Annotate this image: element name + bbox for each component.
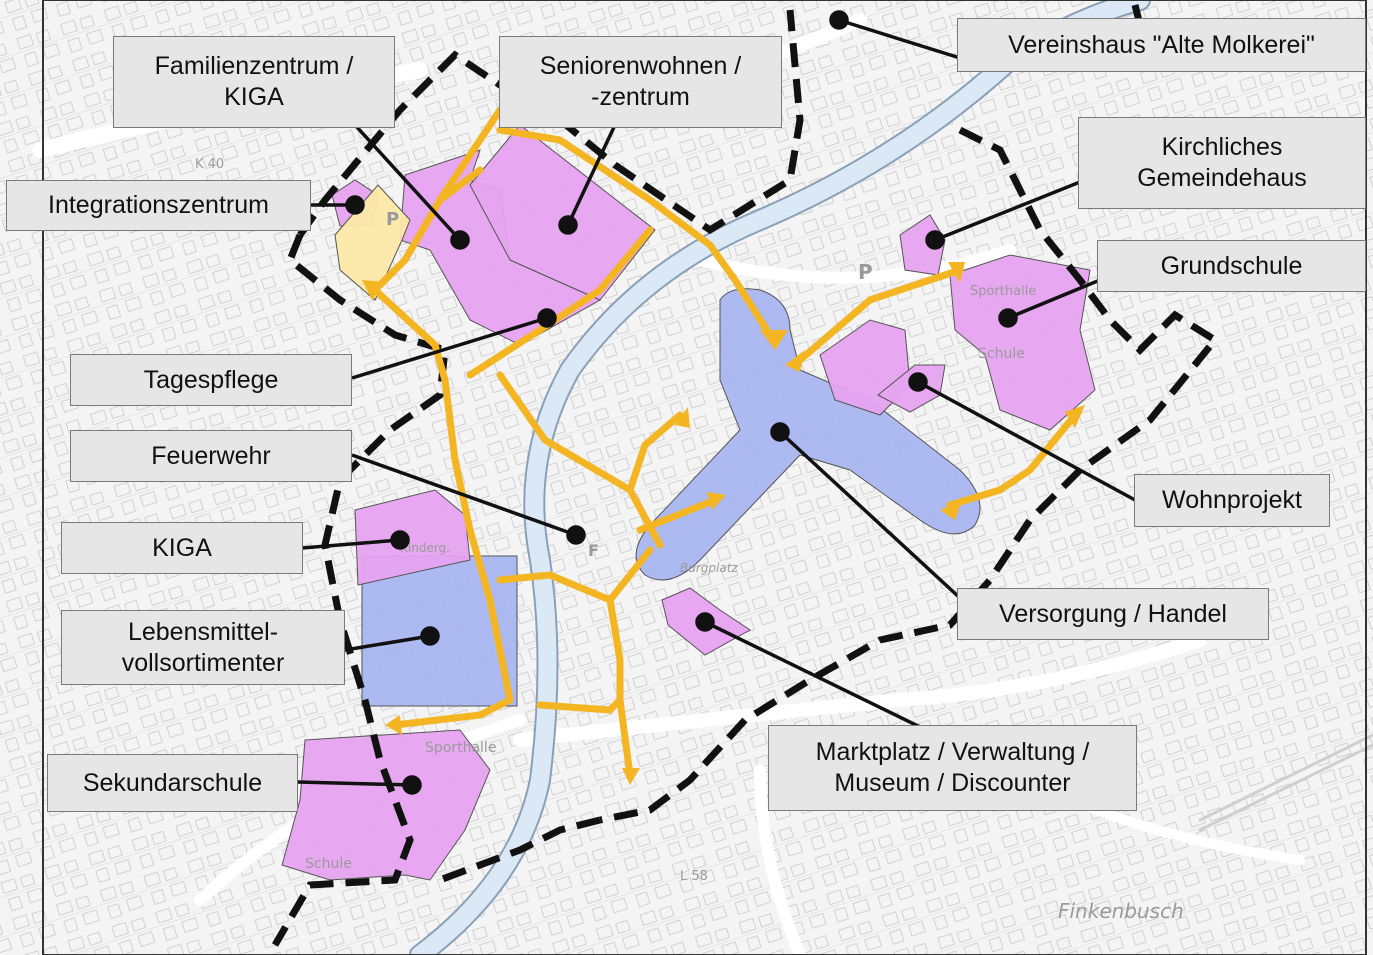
map-frame xyxy=(42,0,1367,955)
callout-sekundarschule-text: Sekundarschule xyxy=(82,768,263,797)
schule-label-1: Schule xyxy=(305,856,352,872)
callout-feuerwehr: Feuerwehr xyxy=(70,430,352,482)
callout-integrationszentrum-text: Integrationszentrum xyxy=(48,191,269,219)
kiga-area xyxy=(354,489,471,586)
sporthalle-label-2: Sporthalle xyxy=(970,284,1036,299)
callout-marktplatz-text: Marktplatz / Verwaltung / Museum / Disco… xyxy=(815,738,1090,797)
kindergarten-label: Kinderg. xyxy=(400,541,450,555)
callout-tagespflege-text: Tagespflege xyxy=(143,365,279,394)
callout-kiga-text: KIGA xyxy=(152,533,212,562)
callout-kirchliches-gemeindehaus: Kirchliches Gemeindehaus xyxy=(1078,117,1366,209)
parking-symbol-2: P xyxy=(386,209,399,230)
callout-lebensmittel: Lebensmittel- vollsortimenter xyxy=(61,610,345,685)
sporthalle-label-1: Sporthalle xyxy=(425,740,496,756)
callout-feuerwehr-text: Feuerwehr xyxy=(151,441,271,470)
basemap-labels: Finkenbusch Sporthalle Schule Schule Spo… xyxy=(195,157,1184,923)
callout-tagespflege: Tagespflege xyxy=(70,354,352,406)
callout-seniorenwohnen-text: Seniorenwohnen / -zentrum xyxy=(539,52,742,111)
fire-station-symbol: F xyxy=(588,541,599,560)
callout-wohnprojekt-text: Wohnprojekt xyxy=(1162,486,1302,514)
callout-grundschule-text: Grundschule xyxy=(1160,251,1303,280)
walking-paths xyxy=(371,106,1079,779)
callout-integrationszentrum: Integrationszentrum xyxy=(6,180,311,231)
callout-vereinshaus: Vereinshaus "Alte Molkerei" xyxy=(957,18,1366,72)
burgplatz-label: Burgplatz xyxy=(680,561,738,575)
callout-seniorenwohnen: Seniorenwohnen / -zentrum xyxy=(499,36,782,128)
callout-grundschule: Grundschule xyxy=(1097,240,1366,292)
schule-label-2: Schule xyxy=(978,346,1025,362)
callout-wohnprojekt: Wohnprojekt xyxy=(1134,474,1330,527)
kirche-area xyxy=(899,214,946,276)
sekundarschule-area xyxy=(281,729,491,881)
finkenbusch-label: Finkenbusch xyxy=(1058,899,1184,923)
versorgung-handel-area xyxy=(635,288,981,581)
callout-familienzentrum-text: Familienzentrum / KIGA xyxy=(154,52,354,111)
basemap-roads xyxy=(32,13,1373,955)
k40-label: K 40 xyxy=(195,157,224,172)
callout-kirchliches-gemeindehaus-text: Kirchliches Gemeindehaus xyxy=(1137,133,1307,192)
callout-versorgung-handel-text: Versorgung / Handel xyxy=(999,599,1227,628)
callout-marktplatz: Marktplatz / Verwaltung / Museum / Disco… xyxy=(768,725,1137,811)
l58-label: L 58 xyxy=(680,869,708,884)
callout-lebensmittel-text: Lebensmittel- vollsortimenter xyxy=(121,617,285,677)
callout-vereinshaus-text: Vereinshaus "Alte Molkerei" xyxy=(1008,30,1315,59)
leader-lines xyxy=(297,10,1136,795)
callout-sekundarschule: Sekundarschule xyxy=(47,754,298,812)
path-arrowheads xyxy=(362,262,1085,785)
callout-kiga: KIGA xyxy=(61,522,303,574)
callout-familienzentrum: Familienzentrum / KIGA xyxy=(113,36,395,128)
callout-versorgung-handel: Versorgung / Handel xyxy=(957,588,1269,640)
facility-areas xyxy=(281,124,1096,881)
river-water xyxy=(411,0,1149,955)
parking-symbol-1: P xyxy=(858,260,873,284)
